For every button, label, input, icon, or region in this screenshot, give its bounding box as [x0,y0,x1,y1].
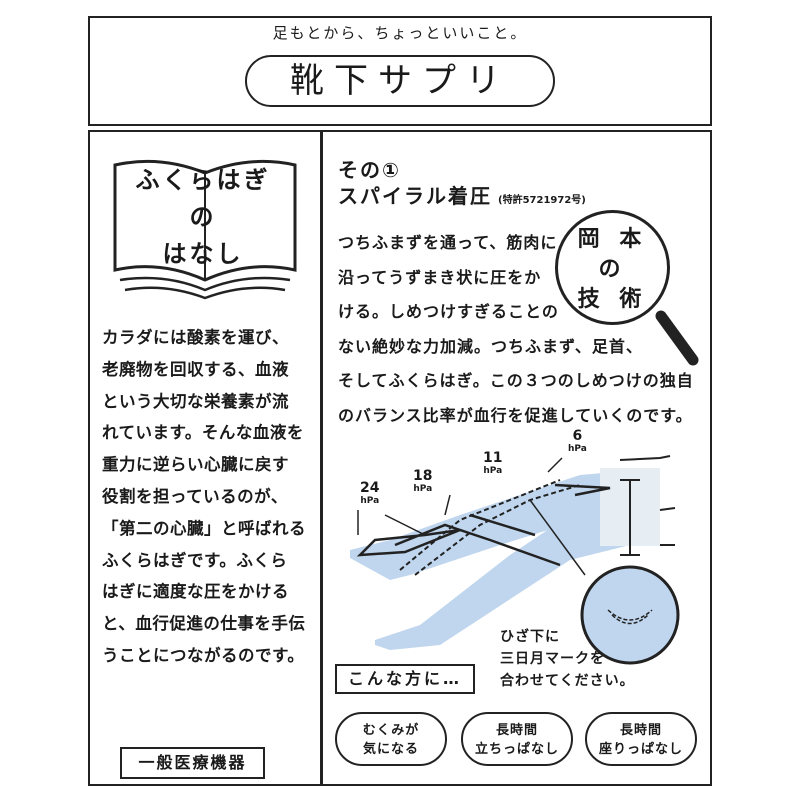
medical-device-badge: 一般医療機器 [120,747,265,779]
text-line: カラダには酸素を運び、 [102,328,289,347]
recommended-for-label: こんな方に… [335,664,475,694]
book-title: ふくらはぎ の はなし [118,162,288,273]
section-title-text: スパイラル着圧 [338,184,492,208]
main-frame [88,130,712,786]
legs-illustration [350,455,680,665]
lens-text: の [598,257,627,282]
text-line: 老廃物を回収する、血液 [102,359,289,379]
pressure-unit: hPa [360,496,380,506]
target-sitting: 長時間座りっぱなし [585,712,697,766]
pill-line: 座りっぱなし [598,742,683,757]
book-title-line: はなし [162,240,244,268]
book-title-line: の [189,203,217,231]
section-number: その① [338,158,401,182]
lens-text: 技 術 [577,287,648,312]
text-line: と、血行促進の仕事を手伝 [102,614,306,634]
knee-note: ひざ下に 三日月マークを 合わせてください。 [500,626,635,692]
text-line: 役割を担っているのが、 [102,486,288,506]
lens-text: 岡 本 [577,227,648,252]
magnifier-lens: 岡 本 の 技 術 [555,210,670,325]
pressure-unit: hPa [483,466,503,476]
text-line: ふくらはぎです。ふくら [102,550,288,570]
text-line: はぎに適度な圧をかける [102,582,289,602]
pressure-unit: hPa [413,484,433,494]
tagline: 足もとから、ちょっといいこと。 [272,24,528,42]
patent-number: (特許5721972号) [498,195,586,206]
text-line: 「第二の心臓」と呼ばれる [102,518,306,538]
pill-line: 気になる [362,742,419,757]
section-title: スパイラル着圧 (特許5721972号) [338,180,586,209]
pressure-value: 24 [360,480,380,496]
book-title-line: ふくらはぎ [135,166,271,194]
note-line: ひざ下に [500,629,560,645]
text-line: れています。そんな血液を [102,423,304,443]
pressure-value: 6 [572,428,583,444]
text-line: 重力に逆らい心臓に戻す [102,455,289,475]
logo: 靴下サプリ [245,55,555,107]
target-standing: 長時間立ちっぱなし [461,712,573,766]
text-line: つちふまずを通って、筋肉に [338,233,558,252]
pressure-value: 18 [413,468,433,484]
text-line: という大切な栄養素が流 [102,391,289,411]
target-swelling: むくみが気になる [335,712,447,766]
text-line: うことにつながるのです。 [102,645,305,665]
right-paragraph: つちふまずを通って、筋肉に 沿ってうずまき状に圧をか ける。しめつけすぎることの… [338,226,694,433]
pressure-value: 11 [483,450,503,466]
pill-line: むくみが [362,723,420,738]
note-line: 三日月マークを [500,651,605,667]
column-divider [320,130,323,786]
left-paragraph: カラダには酸素を運び、 老廃物を回収する、血液 という大切な栄養素が流 れていま… [102,322,317,672]
header-frame [88,16,712,126]
magnifier-handle-icon [655,310,699,366]
pill-line: 立ちっぱなし [474,742,559,757]
note-line: 合わせてください。 [500,673,635,689]
pressure-unit: hPa [568,444,587,454]
open-book-icon [113,159,297,300]
text-line: ない絶妙な力加減。つちふまず、足首、 [338,336,643,356]
text-line: ける。しめつけすぎることの [338,302,559,321]
text-line: のバランス比率が血行を促進していくのです。 [338,405,693,425]
text-line: 沿ってうずまき状に圧をか [338,267,542,287]
pill-line: 長時間 [619,723,662,738]
text-line: そしてふくらはぎ。この３つのしめつけの独自 [338,371,694,390]
pill-line: 長時間 [495,723,538,738]
